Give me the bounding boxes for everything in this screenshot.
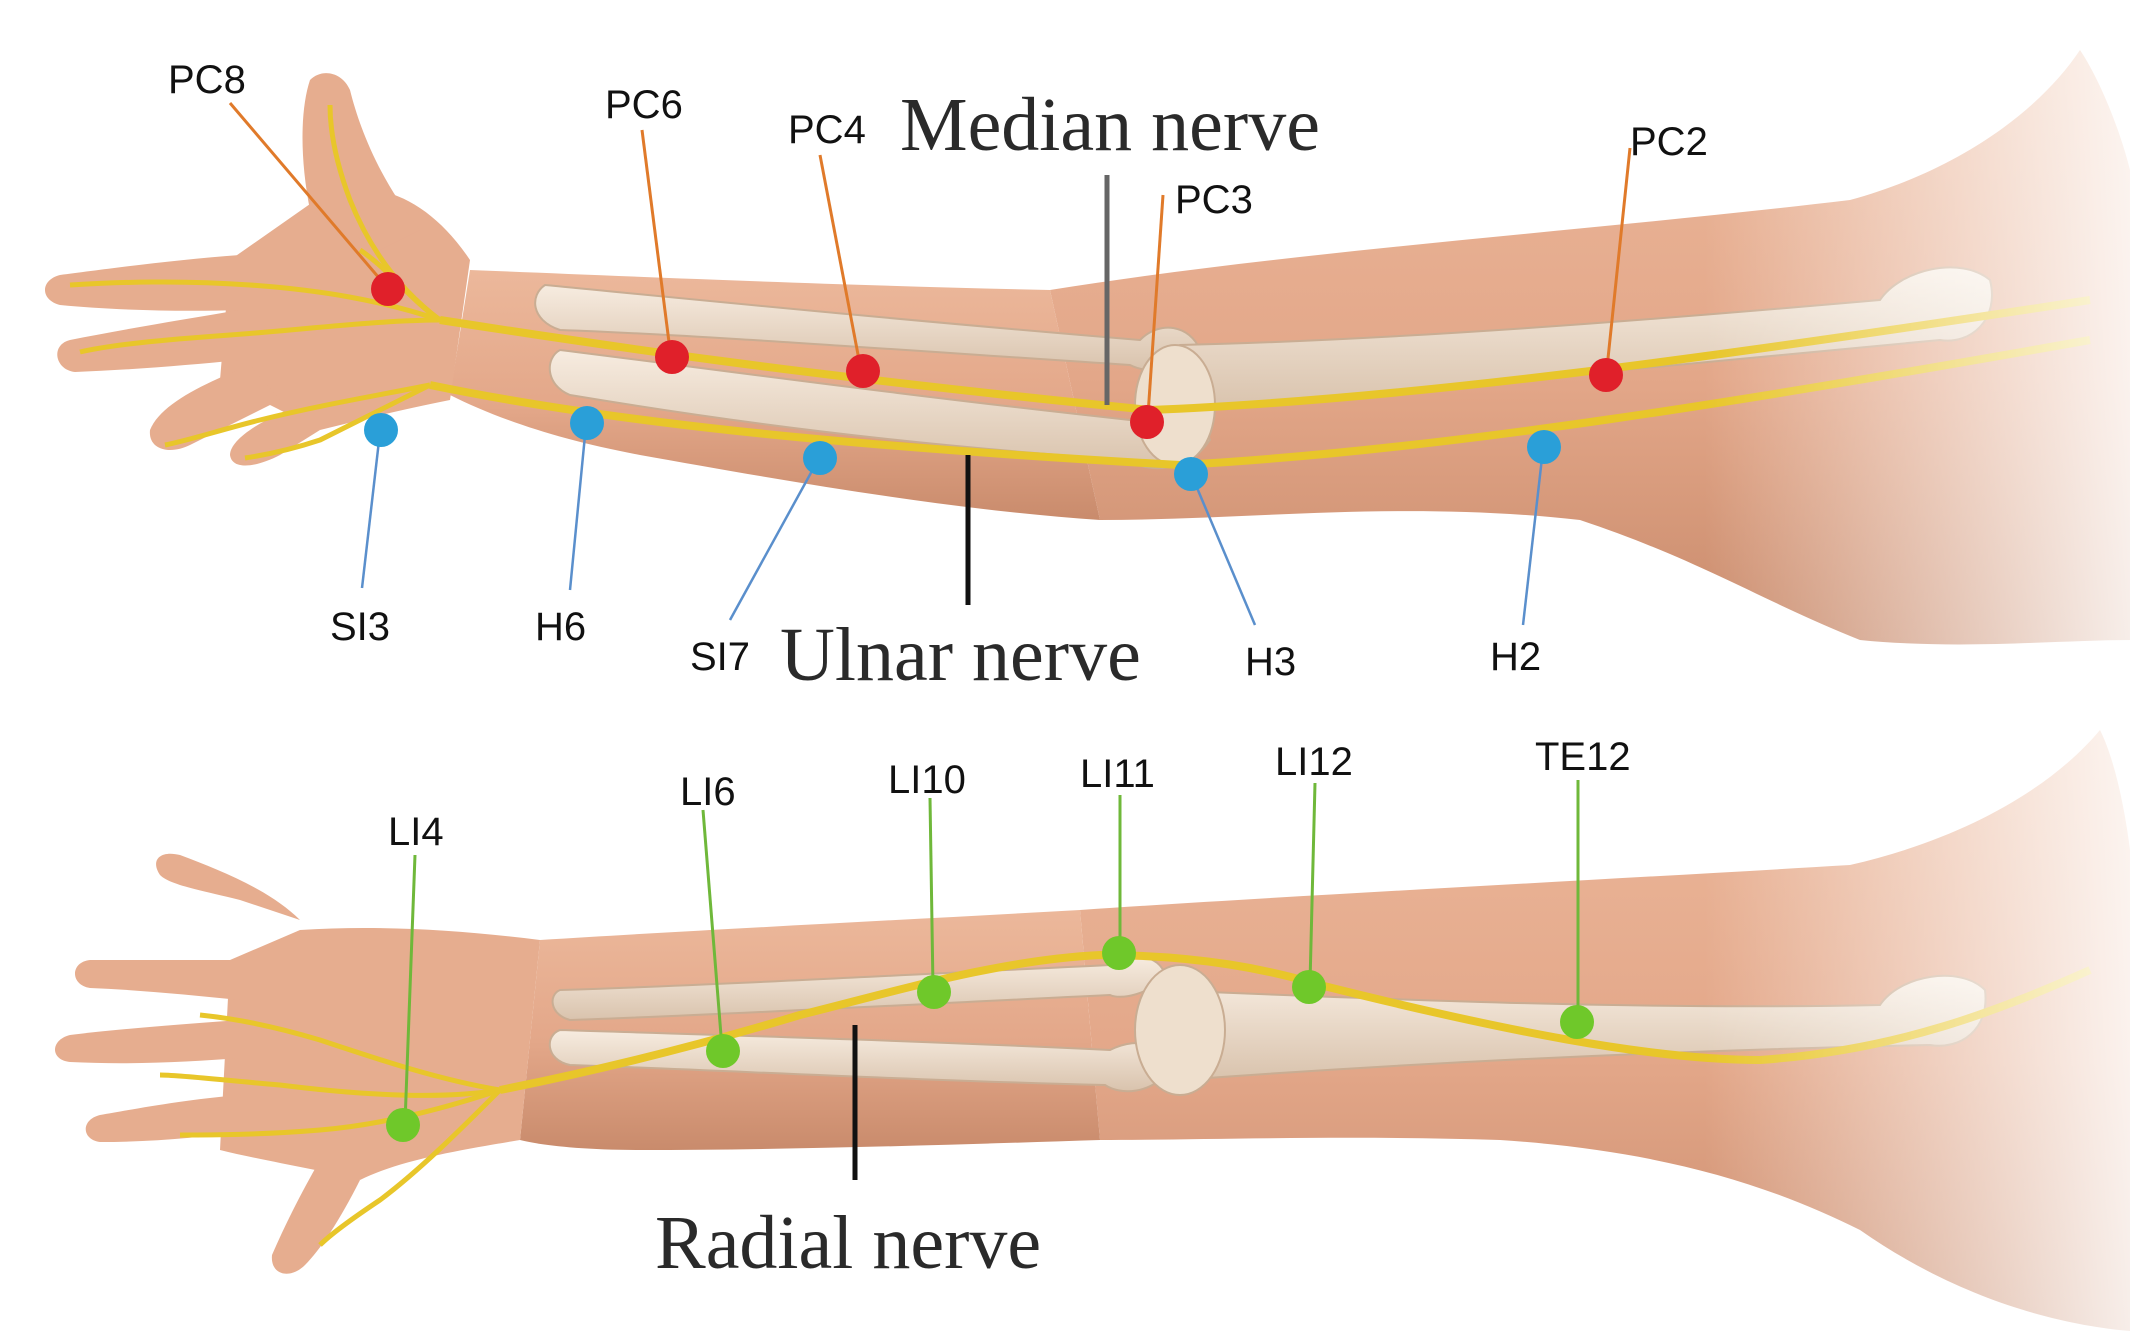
acupoint-label: SI7 bbox=[690, 635, 750, 679]
acupoint-marker bbox=[917, 975, 951, 1009]
acupoint-marker bbox=[1102, 936, 1136, 970]
ulnar-nerve-label: Ulnar nerve bbox=[780, 613, 1141, 697]
acupoint-marker bbox=[1560, 1005, 1594, 1039]
radial-nerve-label: Radial nerve bbox=[655, 1201, 1041, 1285]
acupoint-marker bbox=[371, 272, 405, 306]
acupoint-PC4: PC4 bbox=[788, 108, 880, 388]
acupoint-TE12: TE12 bbox=[1535, 735, 1631, 1039]
acupoint-label: PC8 bbox=[168, 58, 246, 102]
acupoint-marker bbox=[1130, 405, 1164, 439]
acupoint-SI3: SI3 bbox=[330, 413, 398, 649]
acupoint-H6: H6 bbox=[535, 406, 604, 649]
acupoint-LI10: LI10 bbox=[888, 758, 966, 1009]
acupoint-label: LI12 bbox=[1275, 740, 1353, 784]
acupoint-LI12: LI12 bbox=[1275, 740, 1353, 1004]
acupoint-label: SI3 bbox=[330, 605, 390, 649]
acupoint-PC3: PC3 bbox=[1130, 178, 1253, 439]
acupoint-label: PC4 bbox=[788, 108, 866, 152]
acupoint-SI7: SI7 bbox=[690, 441, 837, 679]
top-arm-illustration bbox=[0, 0, 2130, 660]
acupoint-PC2: PC2 bbox=[1589, 120, 1708, 392]
acupoint-marker bbox=[803, 441, 837, 475]
acupoint-label: PC6 bbox=[605, 83, 683, 127]
acupoint-marker bbox=[1589, 358, 1623, 392]
acupoint-marker bbox=[706, 1034, 740, 1068]
acupoint-marker bbox=[570, 406, 604, 440]
acupoint-marker bbox=[1527, 430, 1561, 464]
acupoint-H3: H3 bbox=[1174, 457, 1296, 684]
acupoint-PC6: PC6 bbox=[605, 83, 689, 374]
acupoint-marker bbox=[364, 413, 398, 447]
median-nerve-label: Median nerve bbox=[900, 83, 1320, 167]
acupoint-label: LI4 bbox=[388, 810, 444, 854]
acupoint-LI6: LI6 bbox=[680, 770, 740, 1068]
acupoint-H2: H2 bbox=[1490, 430, 1561, 679]
nerve-labels: Median nerve Ulnar nerve Radial nerve bbox=[655, 83, 1320, 1285]
acupoint-label: LI10 bbox=[888, 758, 966, 802]
acupoint-label: PC2 bbox=[1630, 120, 1708, 164]
acupoint-label: LI11 bbox=[1080, 752, 1155, 796]
acupoint-marker bbox=[655, 340, 689, 374]
bottom-arm-illustration bbox=[0, 690, 2130, 1331]
acupoint-label: H2 bbox=[1490, 635, 1541, 679]
acupoint-label: PC3 bbox=[1175, 178, 1253, 222]
acupoint-LI11: LI11 bbox=[1080, 752, 1155, 970]
acupoint-label: LI6 bbox=[680, 770, 736, 814]
acupoint-marker bbox=[1292, 970, 1326, 1004]
acupoint-marker bbox=[846, 354, 880, 388]
acupoint-label: TE12 bbox=[1535, 735, 1631, 779]
acupoint-marker bbox=[1174, 457, 1208, 491]
acupoint-label: H3 bbox=[1245, 640, 1296, 684]
acupoint-PC8: PC8 bbox=[168, 58, 405, 306]
acupoint-marker bbox=[386, 1108, 420, 1142]
acupoint-label: H6 bbox=[535, 605, 586, 649]
acupoint-LI4: LI4 bbox=[386, 810, 444, 1142]
